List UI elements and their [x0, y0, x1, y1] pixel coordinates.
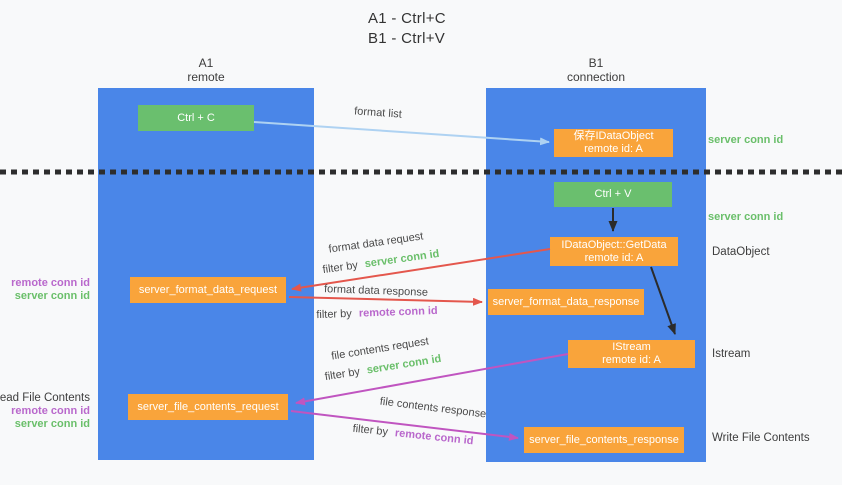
left-conn-ids-format: remote conn id server conn id	[11, 277, 90, 303]
ctrl-c-label: Ctrl + C	[177, 111, 215, 124]
file-response-label: server_file_contents_response	[529, 433, 679, 446]
label-format-data-response: format data response	[324, 283, 428, 299]
label-filter-remote-conn-2: filter by remote conn id	[352, 423, 474, 448]
title-line-1: A1 - Ctrl+C	[368, 10, 446, 27]
box-idataobject-getdata: IDataObject::GetData remote id: A	[550, 237, 678, 266]
server-conn-id-save-label: server conn id	[708, 134, 784, 146]
filter-by-text: filter by	[316, 307, 353, 322]
lane-b1-subtitle: connection	[566, 70, 626, 84]
title-line-2: B1 - Ctrl+V	[368, 30, 446, 47]
write-file-contents-label: Write File Contents	[712, 432, 810, 444]
arrow-format-data-response	[288, 296, 483, 306]
box-server-file-contents-request: server_file_contents_request	[128, 394, 288, 420]
lane-header-a1: A1 remote	[187, 56, 224, 84]
filter-by-text: filter by	[321, 259, 359, 277]
diagram-title: A1 - Ctrl+C B1 - Ctrl+V	[368, 9, 446, 49]
istream-line2: remote id: A	[602, 354, 661, 366]
box-server-format-data-request: server_format_data_request	[130, 277, 286, 303]
server-conn-id-text: server conn id	[363, 247, 441, 271]
label-file-contents-response: file contents response	[379, 396, 487, 421]
remote-conn-id-text: remote conn id	[394, 427, 474, 448]
format-request-label: server_format_data_request	[138, 283, 278, 296]
format-response-label: server_format_data_response	[492, 295, 640, 308]
filter-by-text: filter by	[323, 365, 361, 384]
save-idataobject-line1: 保存IDataObject	[573, 130, 654, 142]
lane-header-b1: B1 connection	[567, 56, 625, 84]
server-conn-id-text: server conn id	[365, 352, 443, 377]
box-ctrl-v: Ctrl + V	[554, 182, 672, 207]
file-request-label: server_file_contents_request	[137, 400, 279, 413]
istream-line1: IStream	[612, 341, 651, 353]
file-contents-response-text: file contents response	[379, 395, 487, 421]
format-list-text: format list	[353, 105, 403, 121]
label-format-list: format list	[354, 105, 402, 120]
istream-label: Istream	[712, 348, 751, 360]
box-save-idataobject: 保存IDataObject remote id: A	[554, 129, 673, 157]
getdata-line2: remote id: A	[584, 251, 644, 264]
left-read-file-group: Read File Contents remote conn id server…	[0, 392, 90, 431]
server-conn-id-label: server conn id	[14, 418, 90, 430]
remote-conn-id-label: remote conn id	[11, 405, 90, 417]
format-data-response-text: format data response	[323, 283, 429, 299]
box-server-file-contents-response: server_file_contents_response	[524, 427, 684, 453]
lane-a1-name: A1	[198, 56, 214, 70]
getdata-line1: IDataObject::GetData	[561, 238, 667, 251]
save-idataobject-line2: remote id: A	[584, 143, 643, 155]
filter-by-text: filter by	[352, 422, 389, 439]
server-conn-id-ctrlv-label: server conn id	[708, 211, 784, 223]
remote-conn-id-label: remote conn id	[11, 277, 90, 289]
server-conn-id-label: server conn id	[14, 290, 90, 302]
dataobject-label: DataObject	[712, 246, 770, 258]
lane-b1-name: B1	[588, 56, 604, 70]
lane-a1-subtitle: remote	[187, 70, 225, 84]
box-ctrl-c: Ctrl + C	[138, 105, 254, 131]
ctrl-v-label: Ctrl + V	[594, 188, 632, 200]
read-file-contents-label: Read File Contents	[0, 392, 90, 404]
box-istream: IStream remote id: A	[568, 340, 695, 368]
label-filter-remote-conn-1: filter by remote conn id	[316, 305, 438, 321]
box-server-format-data-response: server_format_data_response	[488, 289, 644, 315]
remote-conn-id-text: remote conn id	[358, 304, 438, 320]
